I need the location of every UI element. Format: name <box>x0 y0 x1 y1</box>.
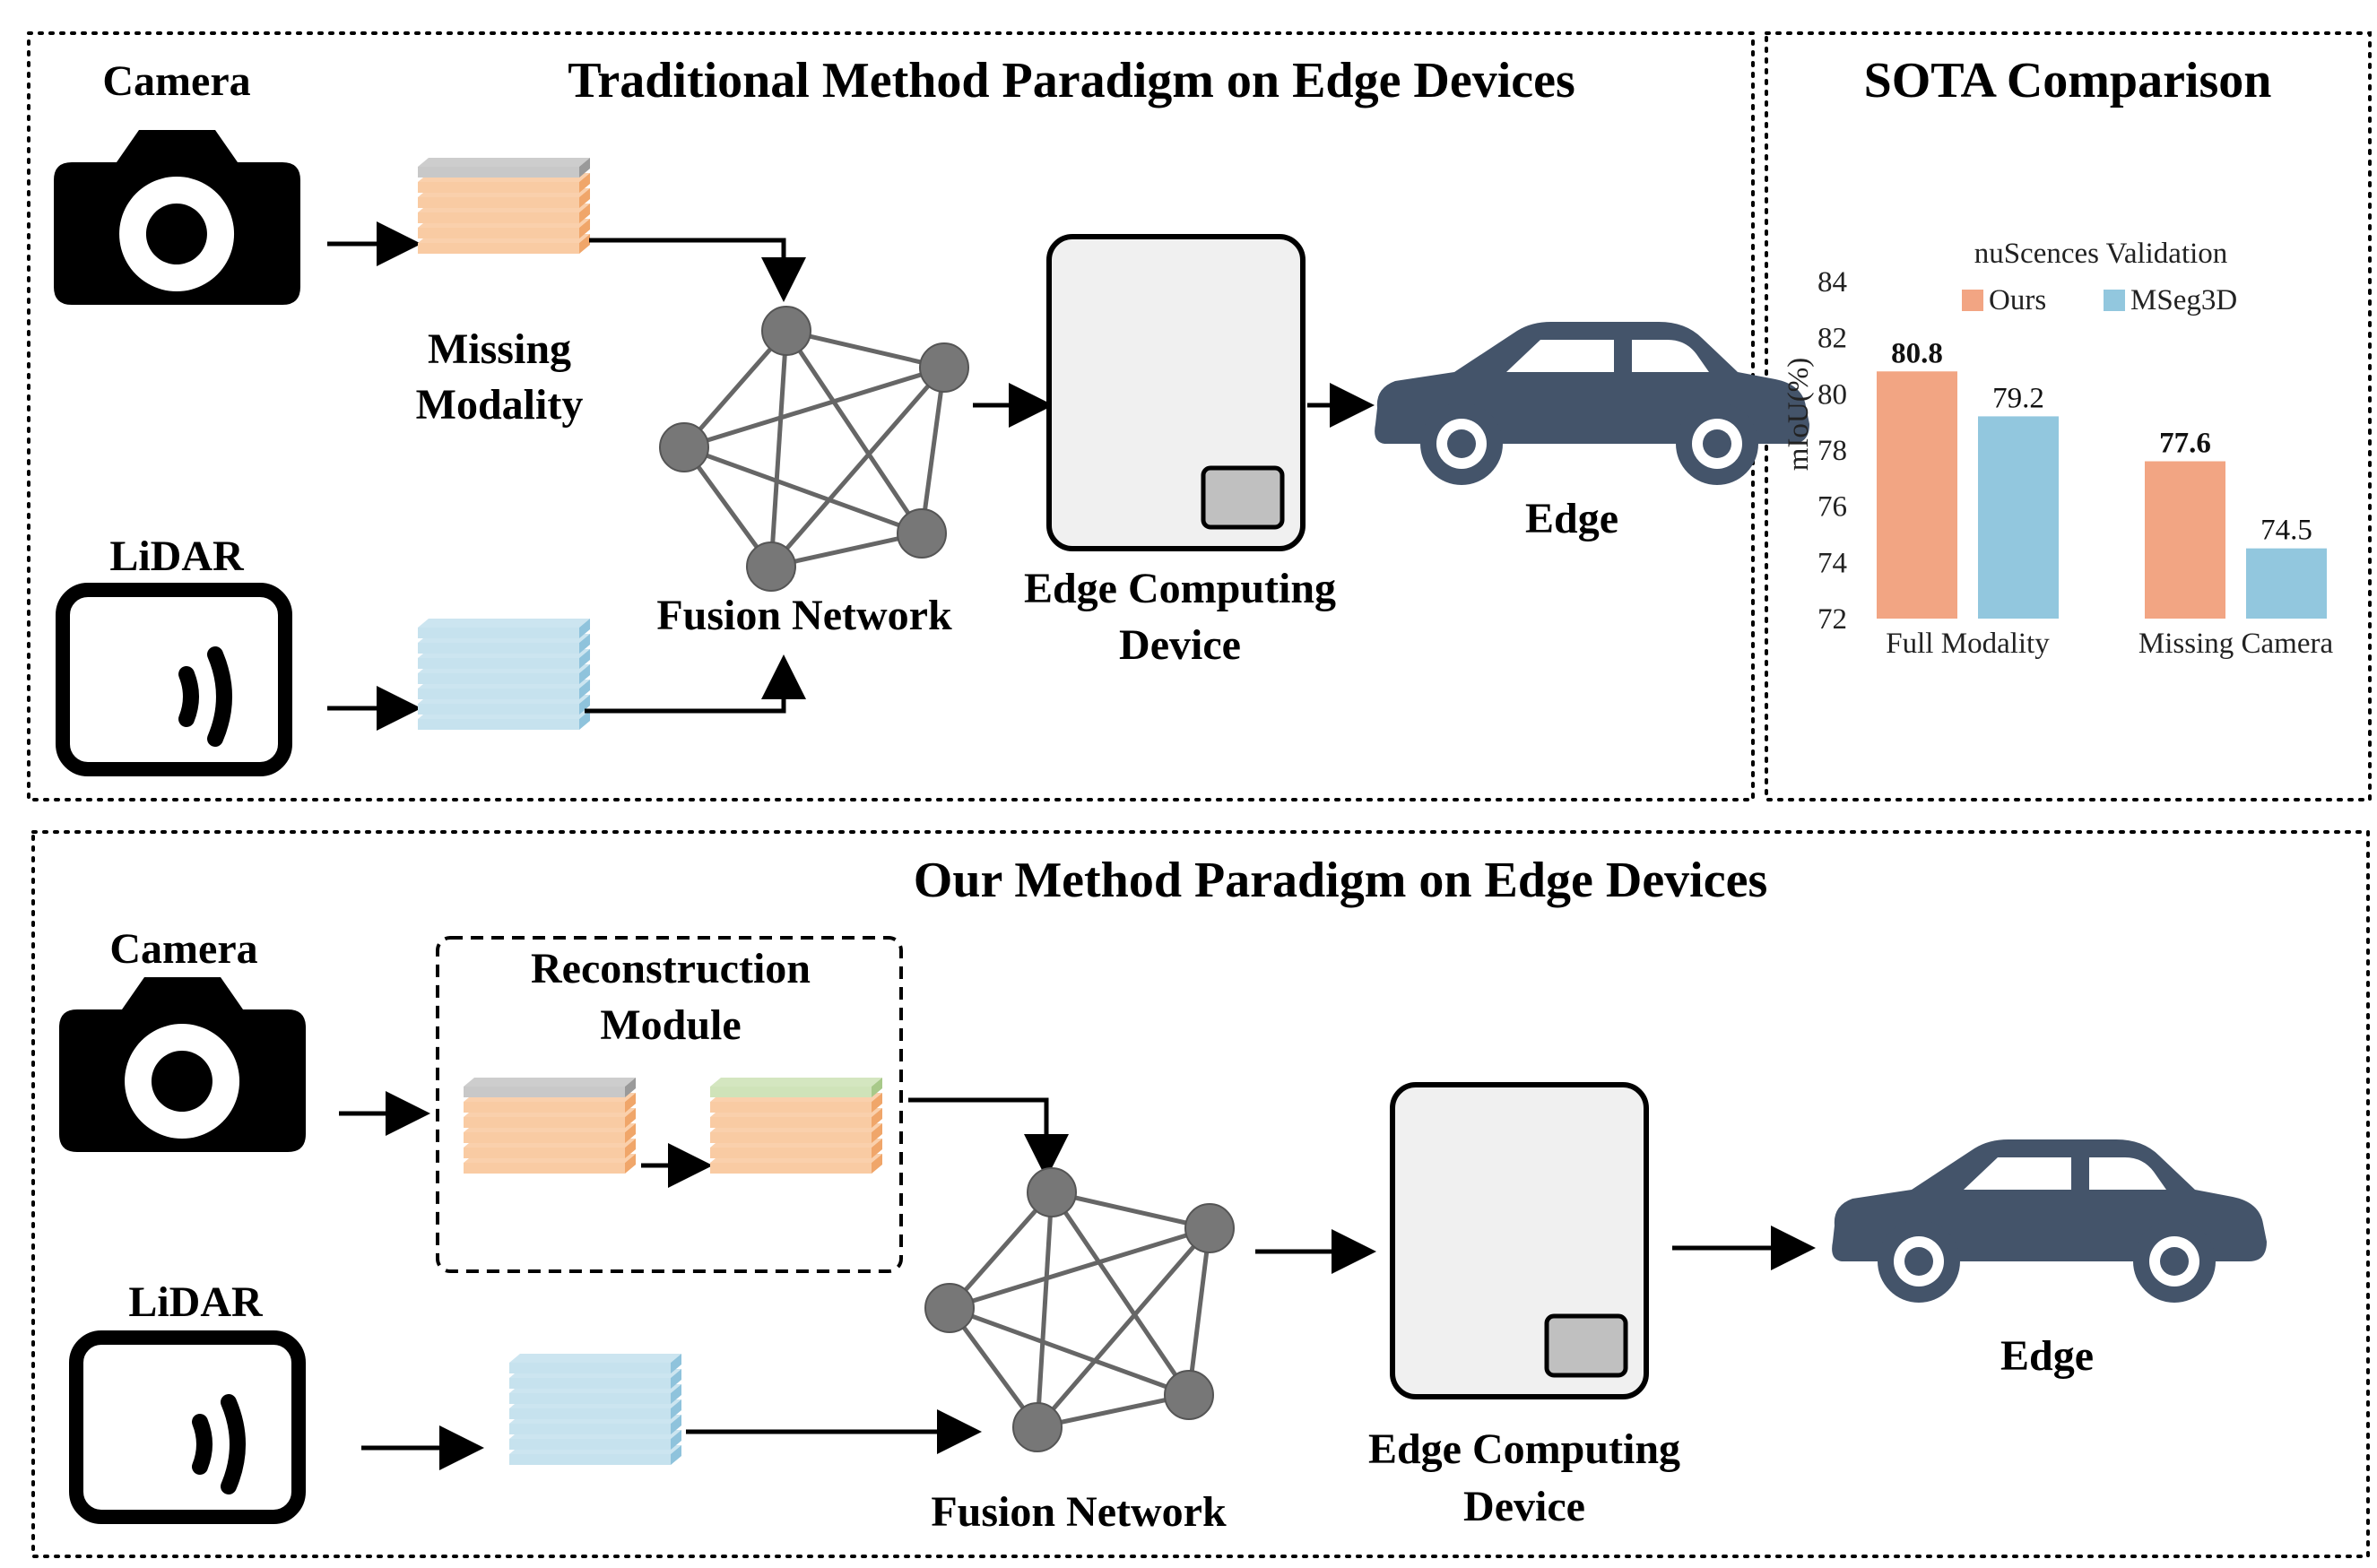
recon-output-stack <box>710 1078 882 1174</box>
bottom-fusion-network <box>924 1167 1235 1452</box>
fusion-edge <box>948 1191 1054 1310</box>
bottom-panel-title: Our Method Paradigm on Edge Devices <box>914 853 1767 908</box>
sota-title: SOTA Comparison <box>1864 53 2272 108</box>
fusion-edge <box>1035 1191 1054 1428</box>
fusion-node <box>1164 1370 1214 1420</box>
fusion-node <box>924 1283 975 1333</box>
feature-layer <box>509 1354 681 1373</box>
y-tick-label: 76 <box>1817 491 1847 524</box>
feature-layer <box>418 158 590 178</box>
fusion-edge <box>1051 1190 1210 1231</box>
top-car-icon <box>1375 322 1809 485</box>
x-category-label: Full Modality <box>1886 628 2050 660</box>
fusion-node <box>659 422 709 472</box>
fusion-edge <box>1049 1191 1192 1397</box>
fusion-edge <box>770 531 923 569</box>
bottom-edge-device <box>1392 1085 1646 1397</box>
top-camera-label: Camera <box>102 57 250 105</box>
top-lidar-icon <box>63 590 285 769</box>
y-axis-label: mIoU(%) <box>1783 358 1815 471</box>
top-lidar-to-fusion-arrow <box>585 654 806 714</box>
top-missing-to-fusion-arrow <box>589 238 806 302</box>
feature-layer <box>710 1078 882 1097</box>
fusion-edge <box>683 365 945 450</box>
legend-label: Ours <box>1989 284 2046 316</box>
bottom-car-icon <box>1832 1139 2267 1303</box>
sota-panel <box>1765 31 2372 801</box>
y-tick-label: 74 <box>1817 547 1847 579</box>
fusion-edge <box>769 366 946 568</box>
top-camera-icon <box>54 130 300 305</box>
missing-modality-label-2: Modality <box>416 381 584 429</box>
fusion-node <box>761 306 811 356</box>
bar <box>1978 416 2059 619</box>
fusion-edge <box>919 367 947 534</box>
fusion-edge <box>784 329 924 535</box>
top-device-label-1: Edge Computing <box>1024 565 1336 612</box>
bottom-lidar-label: LiDAR <box>128 1278 264 1326</box>
fusion-node <box>897 508 947 559</box>
top-fusion-network <box>659 306 969 592</box>
y-tick-label: 80 <box>1817 378 1847 411</box>
x-category-label: Missing Camera <box>2138 628 2334 660</box>
recon-input-stack <box>464 1078 636 1174</box>
bottom-device-label-1: Edge Computing <box>1368 1425 1680 1473</box>
bar <box>2246 548 2327 619</box>
bottom-lidar-icon <box>76 1338 299 1517</box>
fusion-node <box>1012 1402 1063 1452</box>
fusion-edge <box>785 328 945 370</box>
legend-label: MSeg3D <box>2130 284 2237 316</box>
top-edge-label: Edge <box>1525 495 1618 542</box>
bar <box>2145 461 2225 619</box>
top-edge-device <box>1049 237 1303 549</box>
fusion-edge <box>949 1226 1210 1311</box>
fusion-edge <box>683 445 923 536</box>
fusion-node <box>1027 1167 1077 1217</box>
bottom-fusion-label: Fusion Network <box>931 1488 1227 1536</box>
fusion-edge <box>949 1305 1190 1398</box>
fusion-edge <box>1037 1392 1190 1430</box>
bar-value-label: 74.5 <box>2260 515 2312 547</box>
bottom-edge-label: Edge <box>2000 1332 2094 1380</box>
legend-swatch <box>1962 290 1983 311</box>
fusion-node <box>919 342 969 393</box>
top-missing-feature-stack <box>418 158 590 254</box>
legend-swatch <box>2104 290 2125 311</box>
bottom-lidar-feature-stack <box>509 1354 681 1465</box>
fusion-edge <box>1036 1226 1211 1429</box>
fusion-edge <box>682 329 788 449</box>
missing-modality-label-1: Missing <box>428 325 571 373</box>
bottom-recon-to-fusion-arrow <box>908 1097 1069 1179</box>
bar <box>1877 371 1957 619</box>
feature-layer <box>418 619 590 638</box>
bottom-camera-label: Camera <box>109 925 257 973</box>
fusion-edge <box>1186 1227 1212 1396</box>
top-fusion-label: Fusion Network <box>656 592 952 639</box>
bottom-camera-icon <box>59 977 306 1152</box>
feature-layer <box>464 1078 636 1097</box>
y-tick-label: 84 <box>1817 266 1847 299</box>
recon-label-2: Module <box>600 1001 741 1049</box>
top-panel-title: Traditional Method Paradigm on Edge Devi… <box>568 53 1575 108</box>
chart-title: nuScences Validation <box>1974 238 2228 270</box>
fusion-node <box>1184 1203 1235 1253</box>
bottom-panel <box>31 830 2370 1558</box>
top-lidar-feature-stack <box>418 619 590 730</box>
bar-value-label: 77.6 <box>2159 428 2211 460</box>
recon-label-1: Reconstruction <box>531 945 811 992</box>
fusion-edge <box>768 330 789 567</box>
top-device-label-2: Device <box>1119 621 1241 669</box>
top-lidar-label: LiDAR <box>109 533 245 580</box>
bar-value-label: 79.2 <box>1992 382 2044 414</box>
y-tick-label: 72 <box>1817 603 1847 636</box>
y-tick-label: 78 <box>1817 435 1847 467</box>
bottom-device-label-2: Device <box>1463 1483 1585 1530</box>
fusion-node <box>746 541 796 592</box>
bar-value-label: 80.8 <box>1891 337 1943 369</box>
y-tick-label: 82 <box>1817 323 1847 355</box>
